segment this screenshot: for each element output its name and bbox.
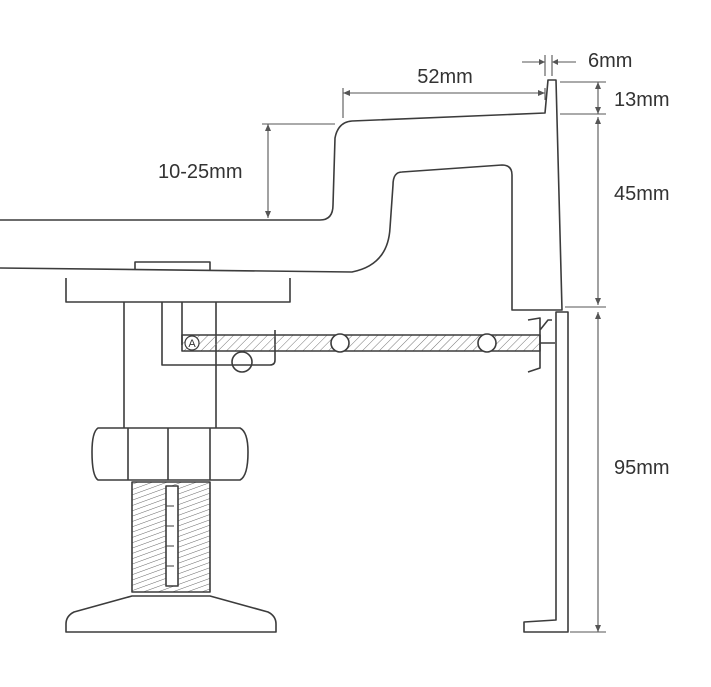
arrowhead bbox=[595, 298, 601, 305]
dim-45mm-label: 45mm bbox=[614, 183, 670, 205]
dim-95mm-label: 95mm bbox=[614, 457, 670, 479]
arrowhead bbox=[595, 107, 601, 114]
arrowhead bbox=[595, 312, 601, 319]
rod-bracket bbox=[161, 302, 276, 366]
arrowhead bbox=[538, 90, 545, 96]
rod-clip-1 bbox=[330, 333, 350, 353]
arrowhead bbox=[595, 117, 601, 124]
bracket-hole bbox=[231, 351, 253, 373]
support-plate-notch bbox=[134, 261, 211, 270]
arrowhead bbox=[552, 59, 558, 65]
leg-foot bbox=[65, 595, 277, 633]
arrowhead bbox=[265, 124, 271, 131]
tray-profile bbox=[0, 79, 563, 311]
callout-a-label: A bbox=[188, 338, 196, 350]
arrowhead bbox=[539, 59, 545, 65]
dim-13mm-label: 13mm bbox=[614, 89, 670, 111]
panel-clip bbox=[527, 317, 555, 373]
leg-scale bbox=[165, 485, 179, 587]
rod-clip-2 bbox=[477, 333, 497, 353]
arrowhead bbox=[595, 82, 601, 89]
support-plate bbox=[65, 278, 291, 303]
arrowhead bbox=[595, 625, 601, 632]
arrowhead bbox=[343, 90, 350, 96]
dim-10-25mm-label: 10-25mm bbox=[158, 161, 242, 183]
callout-a-circle bbox=[184, 335, 200, 351]
side-panel bbox=[523, 311, 569, 633]
adjuster-nut bbox=[91, 427, 249, 481]
arrowhead bbox=[265, 211, 271, 218]
dim-6mm-label: 6mm bbox=[588, 50, 632, 72]
dim-52mm-label: 52mm bbox=[417, 66, 473, 88]
